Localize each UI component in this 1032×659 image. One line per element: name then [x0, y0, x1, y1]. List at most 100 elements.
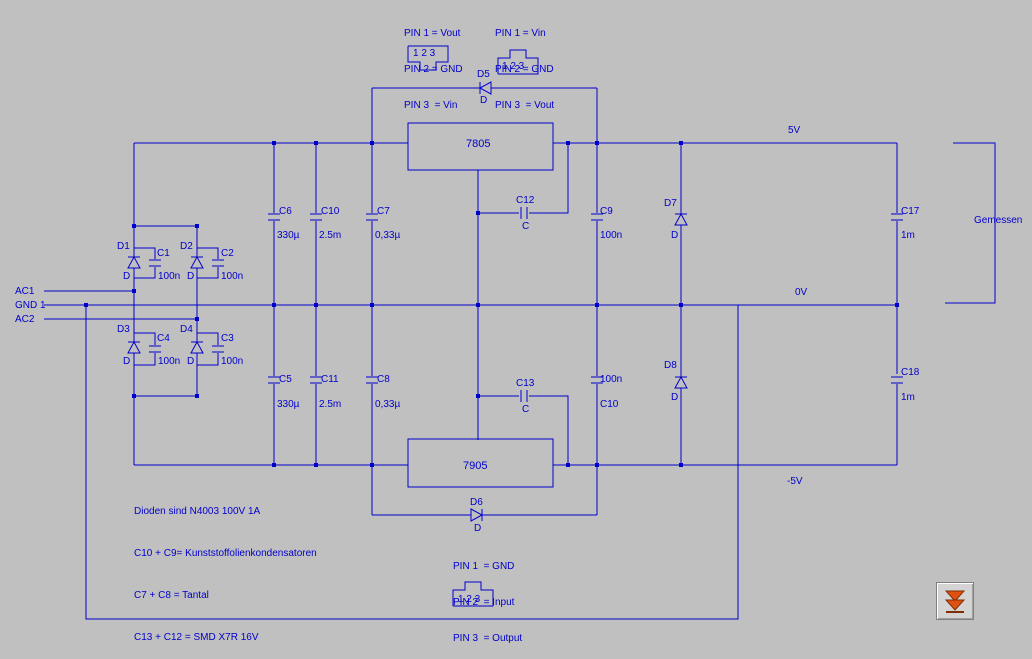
package-pins-label: 1 2 3: [413, 48, 436, 59]
label-c2-value: 100n: [221, 271, 244, 282]
note-line: C13 + C12 = SMD X7R 16V: [134, 632, 259, 643]
label-d8-type: D: [671, 392, 679, 403]
capacitor-c7: [364, 213, 380, 221]
package-pins-label: 1 2 3: [458, 594, 481, 605]
wire-c12-right: [527, 143, 569, 214]
rail-label-pos: 5V: [788, 125, 801, 136]
label-d3: D3: [117, 324, 130, 335]
diode-d3: [127, 340, 141, 354]
pinout-line: PIN 1 = Vout: [404, 28, 461, 39]
input-label-ac1: AC1: [15, 286, 35, 297]
diode-d6: [470, 508, 484, 522]
input-label-ac2: AC2: [15, 314, 35, 325]
label-c11-value: 2.5m: [319, 399, 342, 410]
pinout-line: PIN 3 = Output: [453, 633, 523, 644]
capacitor-c4: [147, 345, 163, 353]
wire-measure-loop: [85, 305, 739, 620]
junction-dots: [84, 141, 899, 467]
label-d4-type: D: [187, 356, 195, 367]
label-d7: D7: [664, 198, 677, 209]
capacitor-c6: [266, 213, 282, 221]
capacitor-c3: [210, 345, 226, 353]
label-c9: C9: [600, 206, 613, 217]
note-line: Dioden sind N4003 100V 1A: [134, 506, 261, 517]
note-line: C10 + C9= Kunststoffolienkondensatoren: [134, 548, 317, 559]
pinout-line: PIN 3 = Vin: [404, 100, 458, 111]
diode-d8: [674, 375, 688, 389]
label-d1-type: D: [123, 271, 131, 282]
regulator-7905-label: 7905: [463, 460, 488, 472]
package-outline-bottom: [452, 581, 494, 607]
capacitor-c9: [589, 213, 605, 221]
label-c3-value: 100n: [221, 356, 244, 367]
diode-d7: [674, 212, 688, 226]
pinout-line: PIN 1 = Vin: [495, 28, 546, 39]
label-c10b-value: 100n: [600, 374, 623, 385]
capacitor-c13: [519, 389, 529, 405]
label-c11: C11: [321, 374, 339, 385]
pinout-line: PIN 2 = GND: [495, 64, 554, 75]
pinout-line: PIN 3 = Vout: [495, 100, 555, 111]
wire-c13-right: [527, 395, 569, 465]
label-c17: C17: [901, 206, 920, 217]
schematic-canvas: [44, 45, 996, 620]
capacitor-c12: [519, 206, 529, 222]
label-c4: C4: [157, 333, 170, 344]
label-c7-value: 0,33µ: [375, 230, 401, 241]
label-c12: C12: [516, 195, 535, 206]
pinout-line: PIN 2 = Input: [453, 597, 515, 608]
diode-d1: [127, 255, 141, 269]
package-pins-label: 1 2 3: [502, 61, 525, 72]
pinout-line: PIN 2 = GND: [404, 64, 463, 75]
label-c18: C18: [901, 367, 920, 378]
measured-label: Gemessen: [974, 215, 1023, 226]
label-c13: C13: [516, 378, 535, 389]
label-c5-value: 330µ: [277, 399, 300, 410]
package-outline-top-right: [497, 49, 539, 75]
pinout-pos-out: PIN 1 = Vout PIN 2 = GND PIN 3 = Vin: [404, 4, 463, 124]
capacitor-c17: [889, 213, 905, 221]
regulator-7905-box: [407, 438, 554, 488]
package-outline-top-left: [407, 45, 449, 71]
diode-d5: [478, 81, 492, 95]
label-c6: C6: [279, 206, 292, 217]
scroll-down-button[interactable]: [936, 582, 974, 620]
label-c12-type: C: [522, 221, 530, 232]
diode-d4: [190, 340, 204, 354]
label-d3-type: D: [123, 356, 131, 367]
label-d6: D6: [470, 497, 483, 508]
label-c10: C10: [321, 206, 340, 217]
capacitor-c2: [210, 259, 226, 267]
capacitor-c5: [266, 376, 282, 384]
pinout-pos-in: PIN 1 = Vin PIN 2 = GND PIN 3 = Vout: [495, 4, 554, 124]
bracket-measured: [945, 142, 996, 304]
label-c8: C8: [377, 374, 390, 385]
label-d7-type: D: [671, 230, 679, 241]
label-c1: C1: [157, 248, 170, 259]
label-c9-value: 100n: [600, 230, 623, 241]
label-d8: D8: [664, 360, 677, 371]
label-d2: D2: [180, 241, 193, 252]
label-c1-value: 100n: [158, 271, 181, 282]
label-c17-value: 1m: [901, 230, 915, 241]
capacitor-c18: [889, 376, 905, 384]
capacitor-c1: [147, 259, 163, 267]
double-chevron-down-icon: [944, 590, 966, 613]
input-label-gnd: GND 1: [15, 300, 46, 311]
rail-label-neg: -5V: [787, 476, 803, 487]
label-c3: C3: [221, 333, 234, 344]
label-c2: C2: [221, 248, 234, 259]
label-c10-value: 2.5m: [319, 230, 342, 241]
label-d1: D1: [117, 241, 130, 252]
capacitor-c10: [308, 213, 324, 221]
rail-label-zero: 0V: [795, 287, 808, 298]
label-d6-type: D: [474, 523, 482, 534]
label-c6-value: 330µ: [277, 230, 300, 241]
label-c4-value: 100n: [158, 356, 181, 367]
label-c8-value: 0,33µ: [375, 399, 401, 410]
pinout-line: PIN 1 = GND: [453, 561, 515, 572]
label-c5: C5: [279, 374, 292, 385]
label-d4: D4: [180, 324, 193, 335]
diode-d2: [190, 255, 204, 269]
label-c10b: C10: [600, 399, 619, 410]
